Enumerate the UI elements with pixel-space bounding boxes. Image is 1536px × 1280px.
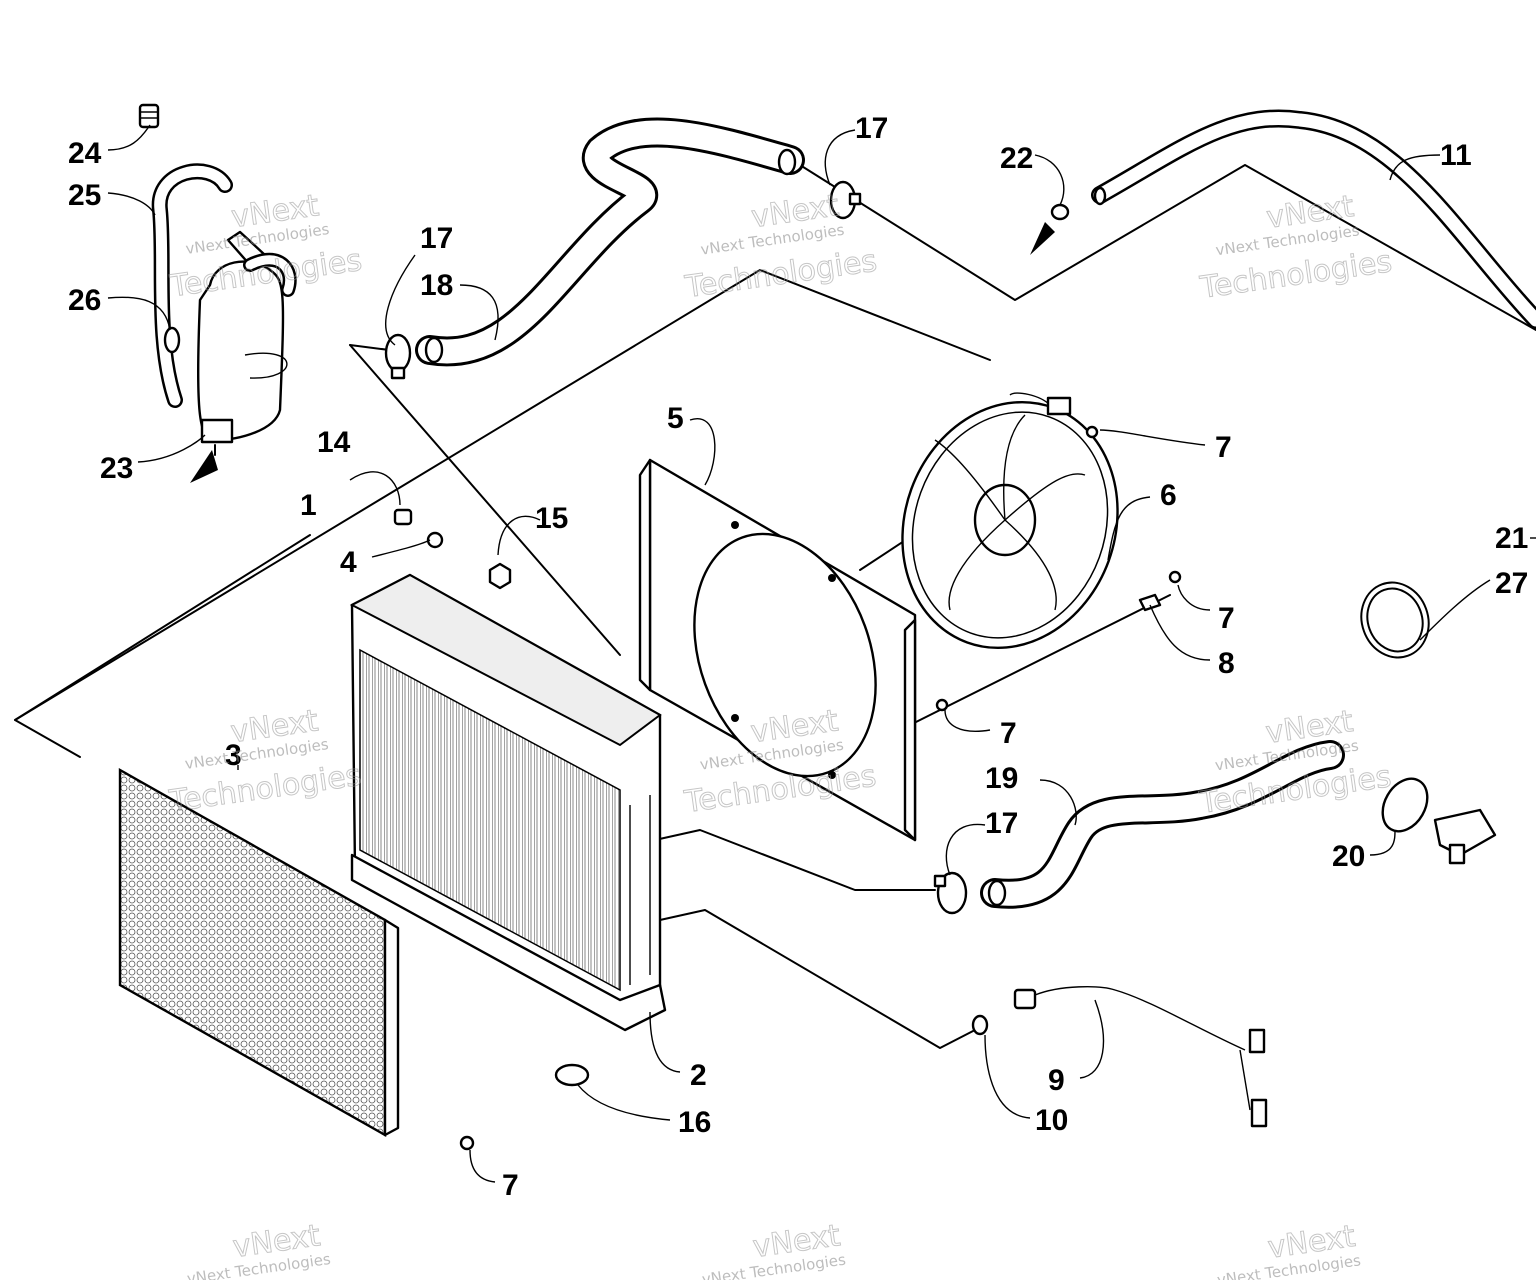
lower-hose xyxy=(980,740,1345,909)
callout-17-lower: 17 xyxy=(985,807,1018,840)
watermark-6: vNext vNext Technologies Technologies xyxy=(1196,704,1394,822)
hose-clip xyxy=(163,326,181,354)
callout-4: 4 xyxy=(340,546,357,579)
callout-17-upper-left: 17 xyxy=(420,222,453,255)
bolt-14 xyxy=(393,508,413,526)
callout-labels: 24 25 26 23 1 14 4 15 17 18 17 22 11 5 6… xyxy=(68,112,1528,1202)
watermark-1: vNext vNext Technologies Technologies xyxy=(167,188,365,305)
callout-23: 23 xyxy=(100,452,133,485)
watermark-3: vNext vNext Technologies Technologies xyxy=(1197,188,1395,306)
cooling-fan xyxy=(901,392,1119,650)
callout-16: 16 xyxy=(678,1106,711,1139)
hose-clamp-upper-right xyxy=(829,180,862,220)
callout-22: 22 xyxy=(1000,142,1033,175)
leader-lines xyxy=(107,124,1536,1183)
callout-7-screen: 7 xyxy=(502,1169,519,1202)
radiator xyxy=(349,573,667,1032)
hose-clamp-lower xyxy=(933,871,968,915)
callout-11: 11 xyxy=(1440,139,1472,172)
watermark-4: vNext vNext Technologies Technologies xyxy=(166,703,364,820)
callout-26: 26 xyxy=(68,284,101,317)
callout-7-fan-top: 7 xyxy=(1215,431,1232,464)
fan-screw-upper xyxy=(1085,425,1099,439)
hose-clamp-upper-left xyxy=(384,333,412,380)
group-frame-lines xyxy=(14,164,1536,1049)
fan-shroud xyxy=(638,458,917,842)
callout-1: 1 xyxy=(300,489,317,522)
overflow-hose xyxy=(1091,109,1536,329)
callout-7-fan-bottom: 7 xyxy=(1218,602,1235,635)
watermarks: vNext vNext Technologies Technologies vN… xyxy=(166,188,1395,1280)
water-pump-fitting xyxy=(1433,808,1497,865)
watermark-8: vNext vNext Technologies xyxy=(701,1218,847,1280)
callout-14: 14 xyxy=(317,426,351,459)
o-ring xyxy=(971,1014,989,1036)
callout-15: 15 xyxy=(535,502,568,535)
callout-19: 19 xyxy=(985,762,1018,795)
callout-8: 8 xyxy=(1218,647,1235,680)
radiator-screen xyxy=(118,767,400,1138)
upper-hose xyxy=(415,117,805,367)
temperature-sensor xyxy=(1013,986,1268,1128)
watermark-7: vNext vNext Technologies xyxy=(186,1218,332,1280)
screen-screw xyxy=(459,1135,475,1151)
watermark-9: vNext vNext Technologies xyxy=(1216,1218,1362,1280)
callout-27: 27 xyxy=(1495,567,1528,600)
callout-25: 25 xyxy=(68,179,101,212)
callout-20: 20 xyxy=(1332,840,1365,873)
hose-clamp-small xyxy=(1050,203,1070,221)
callout-24: 24 xyxy=(68,137,102,170)
callout-9: 9 xyxy=(1048,1064,1065,1097)
arrow-marker-23 xyxy=(190,450,218,483)
callout-7-shroud: 7 xyxy=(1000,717,1017,750)
callout-2: 2 xyxy=(690,1059,707,1092)
grommet-16 xyxy=(554,1063,590,1087)
grommet-4 xyxy=(426,531,444,549)
shroud-screw xyxy=(935,698,949,712)
callout-5: 5 xyxy=(667,402,684,435)
nut-15 xyxy=(488,562,512,590)
reservoir-hose xyxy=(151,163,297,408)
fan-screw-lower xyxy=(1168,570,1182,584)
clamp-27 xyxy=(1360,581,1430,659)
callout-18: 18 xyxy=(420,269,453,302)
fan-bracket xyxy=(1138,593,1162,612)
callout-3: 3 xyxy=(225,739,242,772)
reservoir-cap xyxy=(138,103,160,129)
callout-21: 21 xyxy=(1495,522,1528,555)
arrow-marker-22 xyxy=(1030,222,1055,255)
hose-clamp-20 xyxy=(1381,777,1429,833)
callout-10: 10 xyxy=(1035,1104,1068,1137)
callout-6: 6 xyxy=(1160,479,1177,512)
callout-17-upper-right: 17 xyxy=(855,112,888,145)
